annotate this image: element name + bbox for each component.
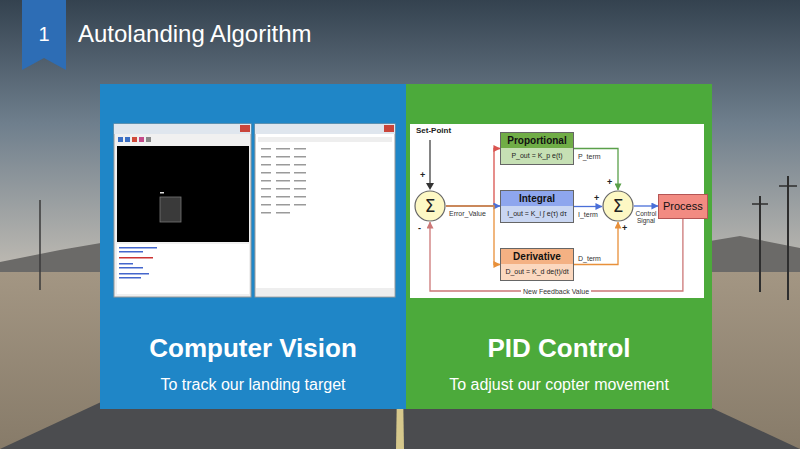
process-label: Process (659, 195, 707, 218)
signal-connector (574, 206, 602, 207)
panel-heading: PID Control (406, 332, 712, 364)
junction-outline (415, 191, 445, 221)
sum-symbol: Σ (414, 190, 446, 222)
process-box: Process (658, 194, 708, 219)
term-heading: Derivative (501, 249, 573, 264)
panel-caption: Computer Vision To track our landing targ… (100, 332, 406, 395)
signal-label: Control Signal (634, 210, 658, 224)
signal-connector (574, 222, 618, 265)
summing-junction: Σ (414, 190, 446, 222)
topic-panel: PID Control To adjust our copter movement… (406, 84, 712, 409)
signal-connector (446, 206, 500, 265)
topic-panel: Computer Vision To track our landing targ… (100, 84, 406, 409)
term-formula: P_out = K_p e(t) (501, 148, 573, 164)
summing-junction: Σ (602, 190, 634, 222)
signal-connector (574, 149, 618, 191)
sign-mark: + (420, 170, 425, 180)
panel-subtitle: To adjust our copter movement (406, 375, 712, 395)
term-formula: D_out = K_d de(t)/dt (501, 264, 573, 280)
term-box: IntegralI_out = K_i ∫ e(τ) dτ (500, 190, 574, 223)
signal-label: New Feedback Value (521, 287, 591, 296)
sign-mark: + (622, 223, 627, 233)
junction-outline (603, 191, 633, 221)
term-box: DerivativeD_out = K_d de(t)/dt (500, 248, 574, 281)
term-heading: Proportional (501, 133, 573, 148)
signal-connector (446, 149, 500, 207)
signal-connector (634, 205, 658, 206)
panel-subtitle: To track our landing target (100, 375, 406, 395)
number-badge: 1 (22, 0, 66, 70)
ribbon-fill (22, 0, 66, 70)
panel-heading: Computer Vision (100, 332, 406, 364)
software-screenshot (114, 124, 395, 297)
set-point-arrow (429, 140, 430, 183)
signal-label: P_term (578, 152, 601, 161)
badge-number: 1 (22, 0, 66, 46)
term-box: ProportionalP_out = K_p e(t) (500, 132, 574, 165)
signal-label: Error_Value (449, 209, 486, 218)
signal-label: I_term (578, 210, 598, 219)
sign-mark: - (418, 223, 421, 233)
term-heading: Integral (501, 191, 573, 206)
sign-mark: + (594, 193, 599, 203)
sign-mark: + (607, 177, 612, 187)
signal-label: D_term (578, 254, 601, 263)
set-point-arrowhead (426, 183, 434, 190)
signal-name: Set-Point (416, 126, 451, 136)
sum-symbol: Σ (602, 190, 634, 222)
slide-title: Autolanding Algorithm (78, 20, 311, 48)
panel-caption: PID Control To adjust our copter movement (406, 332, 712, 395)
term-formula: I_out = K_i ∫ e(τ) dτ (501, 206, 573, 222)
signal-connector (430, 219, 683, 291)
